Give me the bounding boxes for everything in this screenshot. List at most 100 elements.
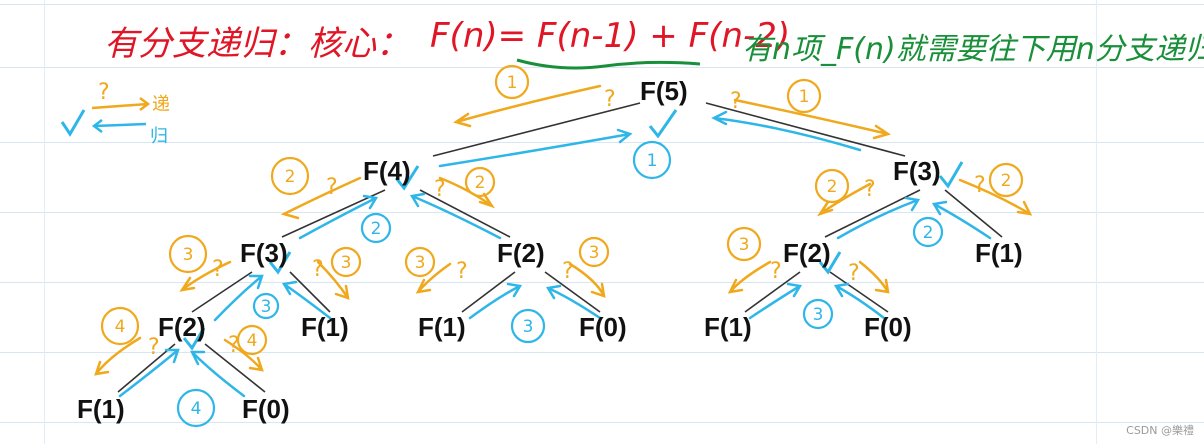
ruled-line — [0, 282, 1204, 283]
edge-f3-f2 — [824, 189, 921, 238]
question-mark: ? — [434, 177, 446, 202]
recurse-arrow — [179, 260, 232, 292]
orange-step-number: 2 — [827, 177, 838, 197]
question-mark: ? — [456, 259, 468, 284]
return-arrow — [298, 194, 379, 240]
node-f2-left: F(2) — [158, 312, 206, 342]
legend-return-arrow — [91, 119, 147, 133]
orange-step-number: 2 — [1001, 171, 1012, 191]
node-f2-right: F(2) — [783, 238, 831, 268]
recurse-arrow — [280, 176, 362, 220]
orange-step-number: 3 — [341, 253, 352, 273]
legend-question-mark: ? — [98, 80, 110, 105]
node-f3-right: F(3) — [893, 156, 941, 186]
check-icon — [268, 251, 292, 275]
blue-step-number: 3 — [813, 305, 824, 325]
edge-f2-f0-right — [829, 271, 889, 313]
orange-step-number: 3 — [415, 253, 426, 273]
blue-step-numbers: 1 2 2 3 3 3 4 — [191, 151, 934, 419]
orange-step-number: 3 — [589, 243, 600, 263]
question-mark: ? — [228, 333, 240, 358]
question-mark: ? — [312, 257, 324, 282]
return-arrow — [748, 282, 803, 320]
return-arrow — [711, 110, 862, 152]
legend-recurse-label: 递 — [152, 94, 170, 115]
edge-f2-f1-mid — [461, 271, 516, 313]
orange-step-number: 2 — [285, 167, 296, 187]
blue-step-number: 1 — [647, 151, 658, 171]
return-arrow — [438, 128, 633, 168]
question-mark: ? — [604, 87, 616, 112]
return-arrow — [118, 348, 180, 398]
question-mark: ? — [770, 259, 782, 284]
formula-underline — [516, 58, 701, 70]
question-marks: ? ? ? ? ? ? ? ? ? ? ? ? ? ? — [148, 87, 986, 360]
edge-f2-f0-mid — [544, 271, 601, 313]
recurse-arrows — [94, 84, 1033, 376]
blue-step-circles — [176, 140, 944, 428]
return-arrow — [836, 196, 921, 240]
recurse-arrow — [94, 336, 142, 376]
edge-f2-f1-right — [744, 271, 801, 313]
node-f5: F(5) — [640, 76, 688, 106]
node-f1-c: F(1) — [704, 312, 752, 342]
ruled-line — [0, 422, 1204, 423]
ruled-line — [0, 142, 1204, 143]
tree-edges — [117, 102, 1003, 393]
return-arrow — [931, 200, 992, 240]
recurse-arrow — [858, 260, 890, 294]
recurse-arrow — [316, 260, 350, 300]
ruled-line — [0, 212, 1204, 213]
question-mark: ? — [562, 259, 574, 284]
question-mark: ? — [730, 89, 742, 114]
edge-f2-f0-bottom — [204, 343, 266, 393]
blue-step-number: 3 — [261, 297, 272, 317]
question-mark: ? — [974, 173, 986, 198]
return-arrow — [281, 280, 332, 320]
recurse-arrow — [958, 178, 1033, 216]
node-f1-d: F(1) — [77, 394, 125, 424]
node-f1-a: F(1) — [301, 312, 349, 342]
question-mark: ? — [212, 257, 224, 282]
edge-f5-f3 — [705, 102, 906, 157]
orange-step-number: 3 — [739, 235, 750, 255]
recurse-arrow — [727, 260, 772, 294]
check-icon — [394, 165, 420, 191]
ruled-line — [0, 352, 1204, 353]
title-prefix: 有分支递归：核心： — [104, 24, 410, 64]
node-f1-b: F(1) — [418, 312, 466, 342]
orange-step-number: 1 — [507, 73, 518, 93]
return-arrow — [545, 284, 602, 320]
return-arrow — [468, 282, 523, 320]
blue-step-number: 4 — [191, 399, 202, 419]
margin-line — [44, 0, 45, 444]
node-f1-right: F(1) — [975, 238, 1023, 268]
legend-check-icon — [60, 109, 86, 137]
blue-step-number: 2 — [923, 223, 934, 243]
node-f4: F(4) — [363, 156, 411, 186]
check-icon — [818, 251, 842, 275]
orange-step-number: 2 — [475, 173, 486, 193]
blue-step-number: 3 — [523, 317, 534, 337]
node-f0-c: F(0) — [864, 312, 912, 342]
recurse-arrow — [733, 98, 891, 140]
edge-f3-f1 — [944, 189, 1003, 238]
title-formula: F(n)= F(n-1) + F(n-2) — [430, 16, 791, 56]
title-note: 有n项_F(n)就需要往下用n分支递归 — [742, 32, 1204, 67]
legend-recurse-arrow — [91, 97, 151, 111]
question-mark: ? — [848, 261, 860, 286]
check-icon — [182, 327, 206, 351]
ruled-line — [0, 4, 1204, 5]
check-icon — [648, 109, 678, 139]
edge-f2-f1-bottom — [117, 343, 176, 393]
watermark: CSDN @樂禮 — [1126, 424, 1194, 437]
return-arrow — [189, 350, 246, 398]
recurse-arrow — [568, 262, 606, 298]
recurse-arrow — [453, 84, 602, 128]
edge-f5-f4 — [432, 102, 641, 157]
recurse-arrow — [223, 338, 264, 372]
recurse-arrow — [415, 262, 452, 294]
node-f2-mid: F(2) — [497, 238, 545, 268]
node-f3-left: F(3) — [240, 238, 288, 268]
